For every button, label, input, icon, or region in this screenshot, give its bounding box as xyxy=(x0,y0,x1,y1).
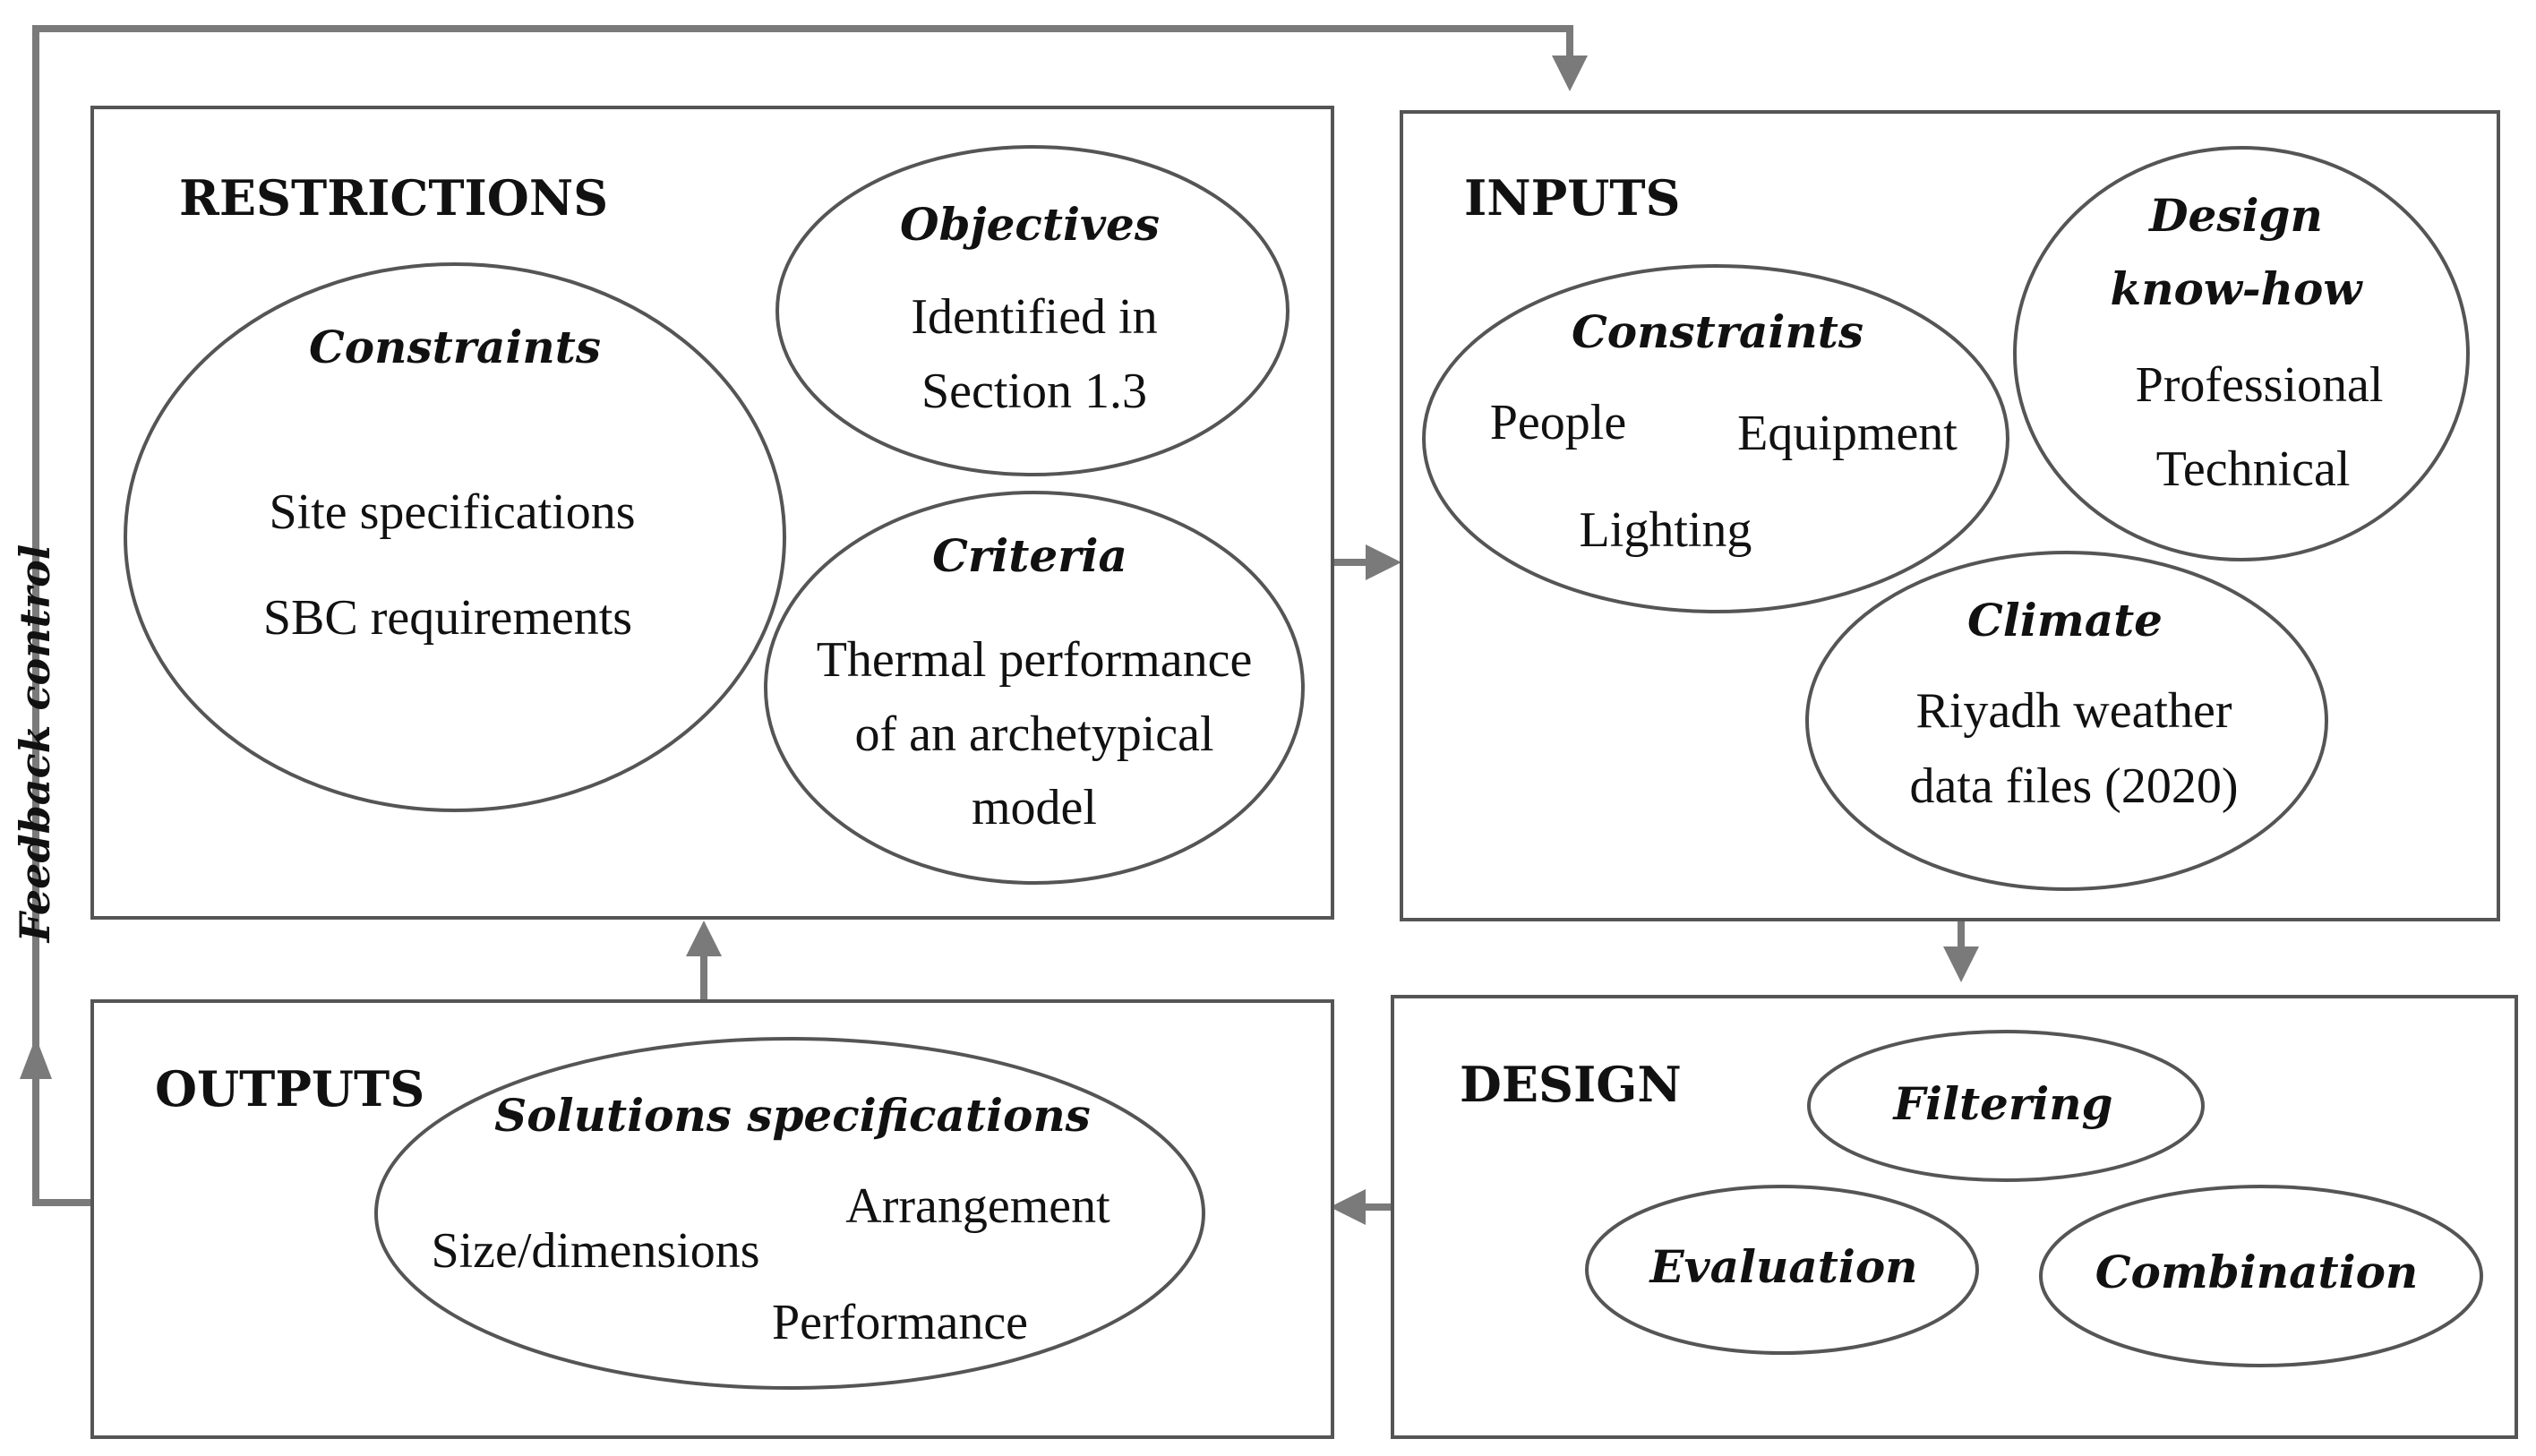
climate-line: data files (2020) xyxy=(1910,758,2239,814)
criteria-ellipse: Criteria Thermal performance of an arche… xyxy=(764,491,1305,885)
solutions-ellipse: Solutions specifications Arrangement Siz… xyxy=(374,1037,1205,1390)
inputs-constraint-item: People xyxy=(1490,395,1626,450)
combination-ellipse: Combination xyxy=(2039,1185,2483,1367)
outputs-panel: OUTPUTS Solutions specifications Arrange… xyxy=(90,999,1334,1439)
inputs-constraints-ellipse: Constraints People Equipment Lighting xyxy=(1422,264,2009,613)
criteria-title: Criteria xyxy=(932,529,1127,582)
design-to-outputs-arrowhead xyxy=(1330,1189,1366,1225)
filtering-ellipse: Filtering xyxy=(1807,1030,2205,1182)
inputs-constraints-ellipse-shape xyxy=(1422,264,2009,613)
combination-label: Combination xyxy=(2095,1246,2419,1298)
inputs-constraint-item: Lighting xyxy=(1580,502,1752,558)
criteria-line: model xyxy=(972,780,1097,835)
inputs-constraint-item: Equipment xyxy=(1737,406,1958,461)
solutions-ellipse-shape xyxy=(374,1037,1205,1390)
design-know-how-title: Design xyxy=(2147,189,2323,242)
combination-ellipse-shape xyxy=(2039,1185,2483,1367)
objectives-title: Objectives xyxy=(900,198,1160,251)
climate-title: Climate xyxy=(1967,594,2163,647)
design-know-how-ellipse-shape xyxy=(2013,146,2470,561)
outputs-to-restrictions-arrowhead xyxy=(686,921,722,956)
constraint-item: SBC requirements xyxy=(263,590,632,646)
constraints-title: Constraints xyxy=(309,321,601,373)
criteria-line: of an archetypical xyxy=(854,707,1213,762)
objectives-ellipse-shape xyxy=(775,145,1289,476)
solutions-item: Size/dimensions xyxy=(431,1223,759,1279)
feedback-control-label: Feedback control xyxy=(11,544,59,944)
design-title: DESIGN xyxy=(1460,1056,1682,1113)
evaluation-ellipse-shape xyxy=(1585,1185,1979,1355)
evaluation-ellipse: Evaluation xyxy=(1585,1185,1979,1355)
inputs-panel: INPUTS Constraints People Equipment Ligh… xyxy=(1400,110,2500,921)
inputs-to-design-arrowhead xyxy=(1943,946,1979,982)
feedback-arrowhead-up xyxy=(20,1037,52,1079)
constraints-ellipse-shape xyxy=(124,262,786,812)
objectives-ellipse: Objectives Identified in Section 1.3 xyxy=(775,145,1289,476)
evaluation-label: Evaluation xyxy=(1648,1240,1917,1293)
design-know-how-item: Professional xyxy=(2136,357,2384,413)
solutions-item: Performance xyxy=(772,1295,1028,1350)
feedback-arrowhead-down xyxy=(1552,56,1588,91)
feedback-loop-line xyxy=(32,25,1573,1206)
constraint-item: Site specifications xyxy=(269,484,635,540)
restrictions-constraints-ellipse: Constraints Site specifications SBC requ… xyxy=(124,262,786,812)
design-know-how-title: know-how xyxy=(2111,262,2364,315)
design-know-how-ellipse: Design know-how Professional Technical xyxy=(2013,146,2470,561)
solutions-item: Arrangement xyxy=(845,1178,1110,1234)
inputs-constraints-title: Constraints xyxy=(1572,305,1863,358)
climate-ellipse-shape xyxy=(1805,551,2328,891)
inputs-title: INPUTS xyxy=(1464,169,1681,227)
objectives-line: Identified in xyxy=(911,289,1157,345)
climate-line: Riyadh weather xyxy=(1916,683,2232,739)
climate-ellipse: Climate Riyadh weather data files (2020) xyxy=(1805,551,2328,891)
solutions-title: Solutions specifications xyxy=(494,1089,1091,1142)
objectives-line: Section 1.3 xyxy=(921,364,1147,419)
design-panel: DESIGN Filtering Evaluation Combination xyxy=(1391,995,2518,1439)
filtering-ellipse-shape xyxy=(1807,1030,2205,1182)
restrictions-panel: RESTRICTIONS Constraints Site specificat… xyxy=(90,106,1334,920)
criteria-line: Thermal performance xyxy=(817,632,1253,688)
filtering-label: Filtering xyxy=(1891,1077,2112,1130)
restrictions-title: RESTRICTIONS xyxy=(179,169,608,227)
restrictions-to-inputs-arrowhead xyxy=(1366,544,1401,580)
outputs-title: OUTPUTS xyxy=(155,1060,424,1118)
criteria-ellipse-shape xyxy=(764,491,1305,885)
design-know-how-item: Technical xyxy=(2156,441,2351,497)
